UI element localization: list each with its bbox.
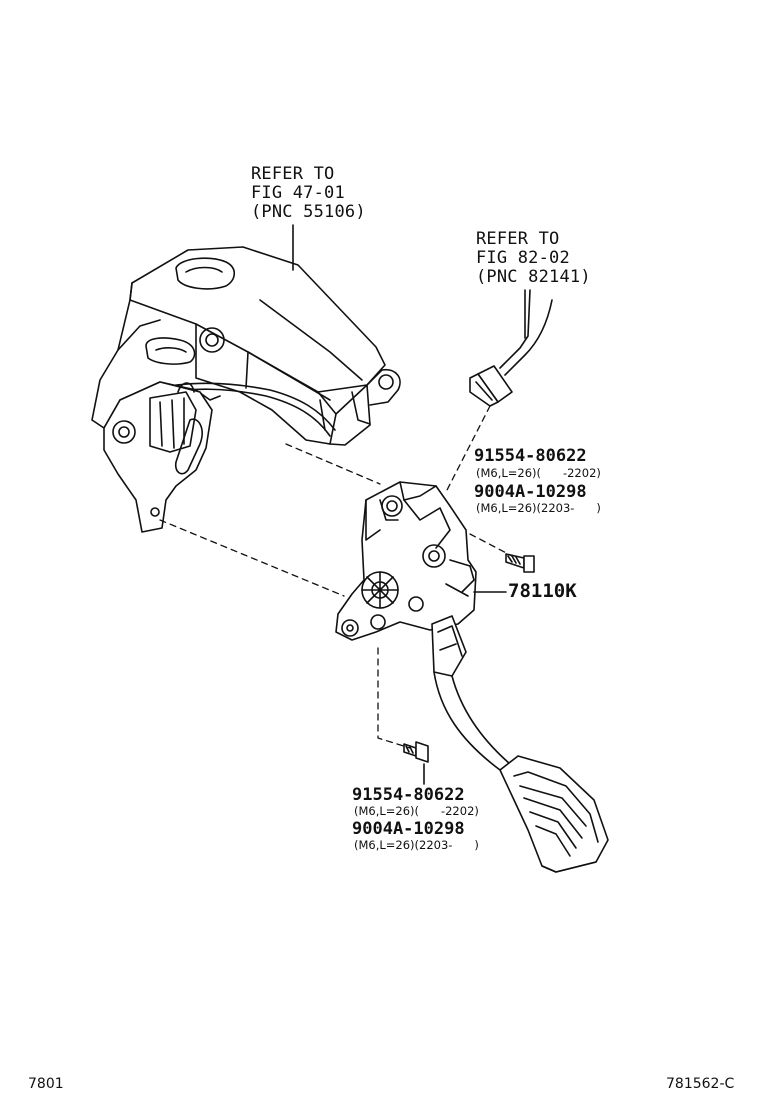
- right-bolt-spec-b: (M6,L=26)(2203- ): [476, 501, 601, 515]
- pedal-assembly-part-number: 78110K: [508, 580, 577, 602]
- refer-pedal-line3: (PNC 55106): [251, 202, 366, 222]
- pedal-pad: [499, 755, 609, 873]
- bottom-bolt-part-b: 9004A-10298: [352, 819, 465, 839]
- refer-wire-line1: REFER TO: [476, 229, 560, 249]
- right-bolt: [505, 553, 535, 573]
- right-bolt-spec-a: (M6,L=26)( -2202): [476, 466, 601, 480]
- refer-pedal-line2: FIG 47-01: [251, 183, 345, 203]
- wire-harness-connector: [469, 289, 553, 407]
- footer-right-code: 781562-C: [666, 1076, 735, 1092]
- refer-wire-line3: (PNC 82141): [476, 267, 591, 287]
- bottom-bolt-spec-a: (M6,L=26)( -2202): [354, 804, 479, 818]
- refer-pedal-line1: REFER TO: [251, 164, 335, 184]
- pedal-arm: [431, 615, 511, 771]
- pedal-sensor-housing: [335, 481, 477, 641]
- right-bolt-part-b: 9004A-10298: [474, 482, 587, 502]
- footer-left-code: 7801: [28, 1076, 64, 1092]
- bottom-bolt-spec-b: (M6,L=26)(2203- ): [354, 838, 479, 852]
- bottom-bolt-part-a: 91554-80622: [352, 785, 465, 805]
- pedal-bracket: [91, 246, 401, 533]
- alignment-lines: [159, 405, 513, 749]
- refer-wire-line2: FIG 82-02: [476, 248, 570, 268]
- right-bolt-part-a: 91554-80622: [474, 446, 587, 466]
- bottom-bolt: [403, 741, 429, 763]
